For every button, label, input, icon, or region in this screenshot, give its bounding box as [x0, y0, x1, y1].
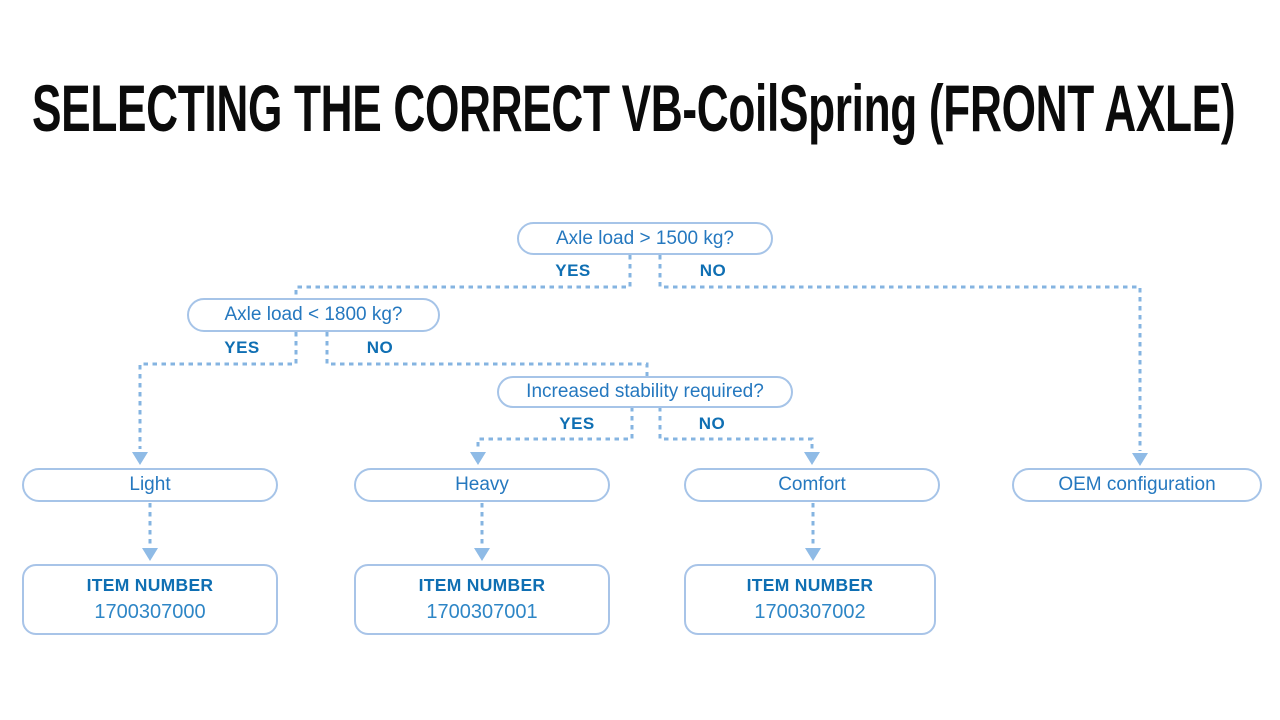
arrowhead-item-comfort [805, 548, 821, 561]
item-heading: ITEM NUMBER [86, 575, 214, 595]
arrowhead-item-light [142, 548, 158, 561]
item-card-light: ITEM NUMBER 1700307000 [22, 564, 278, 635]
connector-d2-no [325, 332, 649, 377]
branch-label-d1-yes: YES [555, 261, 591, 280]
item-number: 1700307002 [754, 601, 866, 623]
branch-label-d3-yes: YES [559, 414, 595, 433]
outcome-oem-configuration: OEM configuration [1012, 468, 1262, 502]
connector-d2-yes [138, 332, 298, 449]
outcome-heavy: Heavy [354, 468, 610, 502]
item-heading: ITEM NUMBER [746, 575, 874, 595]
arrowhead-comfort [804, 452, 820, 465]
item-heading: ITEM NUMBER [418, 575, 546, 595]
branch-label-d1-no: NO [699, 261, 727, 280]
item-number: 1700307000 [94, 601, 206, 623]
outcome-light: Light [22, 468, 278, 502]
outcome-comfort: Comfort [684, 468, 940, 502]
arrowhead-light [132, 452, 148, 465]
decision-increased-stability: Increased stability required? [497, 376, 793, 408]
arrowhead-heavy [470, 452, 486, 465]
branch-label-d2-yes: YES [224, 338, 260, 357]
item-card-heavy: ITEM NUMBER 1700307001 [354, 564, 610, 635]
arrowhead-oem [1132, 453, 1148, 466]
decision-axle-load-1800: Axle load < 1800 kg? [187, 298, 440, 332]
item-card-comfort: ITEM NUMBER 1700307002 [684, 564, 936, 635]
connector-d3-no [658, 407, 814, 449]
connector-d1-yes [294, 255, 632, 299]
decision-axle-load-1500: Axle load > 1500 kg? [517, 222, 773, 255]
page-title: SELECTING THE CORRECT VB-CoilSpring (FRO… [32, 71, 1236, 145]
branch-label-d3-no: NO [698, 414, 726, 433]
connector-d1-no [658, 255, 1142, 451]
item-number: 1700307001 [426, 601, 538, 623]
arrowhead-item-heavy [474, 548, 490, 561]
connector-d3-yes [476, 407, 634, 449]
branch-label-d2-no: NO [366, 338, 394, 357]
